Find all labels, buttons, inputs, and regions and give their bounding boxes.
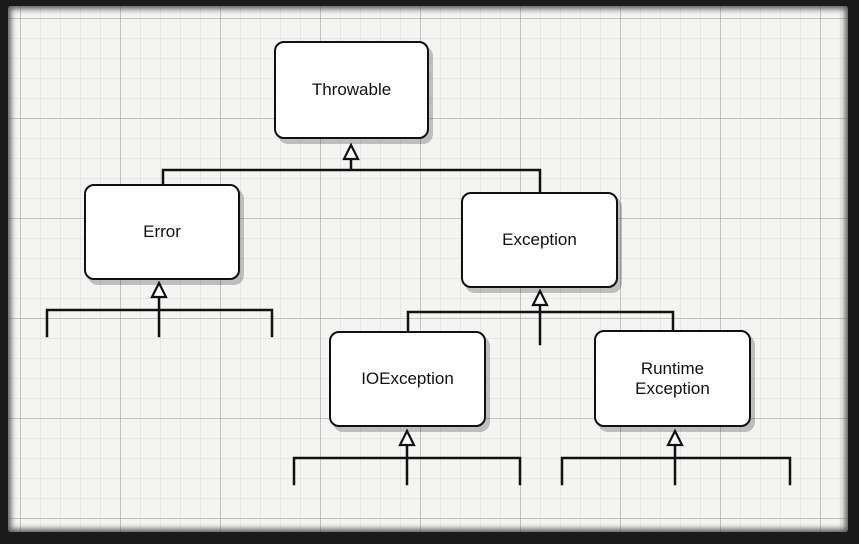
node-throwable: Throwable (274, 41, 429, 139)
node-ioexception: IOException (329, 331, 486, 427)
node-error-label: Error (143, 222, 181, 241)
edge-throwable-children (161, 158, 542, 196)
inheritance-arrowhead (666, 428, 684, 447)
inheritance-arrowhead (531, 288, 549, 307)
edge-ioexception-subclasses (292, 442, 522, 486)
inheritance-arrowhead (342, 142, 360, 161)
node-throwable-label: Throwable (311, 80, 392, 99)
node-ioexception-label: IOException (361, 369, 454, 388)
node-error: Error (84, 184, 240, 280)
node-runtime-exception-label: Runtime Exception (635, 358, 710, 398)
inheritance-arrowhead (150, 280, 168, 299)
node-exception: Exception (461, 192, 618, 288)
inheritance-arrowhead (398, 428, 416, 447)
node-exception-label: Exception (502, 230, 577, 249)
edge-error-subclasses (45, 295, 274, 338)
node-runtime-exception: Runtime Exception (594, 330, 751, 427)
edge-runtime-subclasses (560, 442, 792, 486)
edge-exception-children (406, 302, 675, 346)
